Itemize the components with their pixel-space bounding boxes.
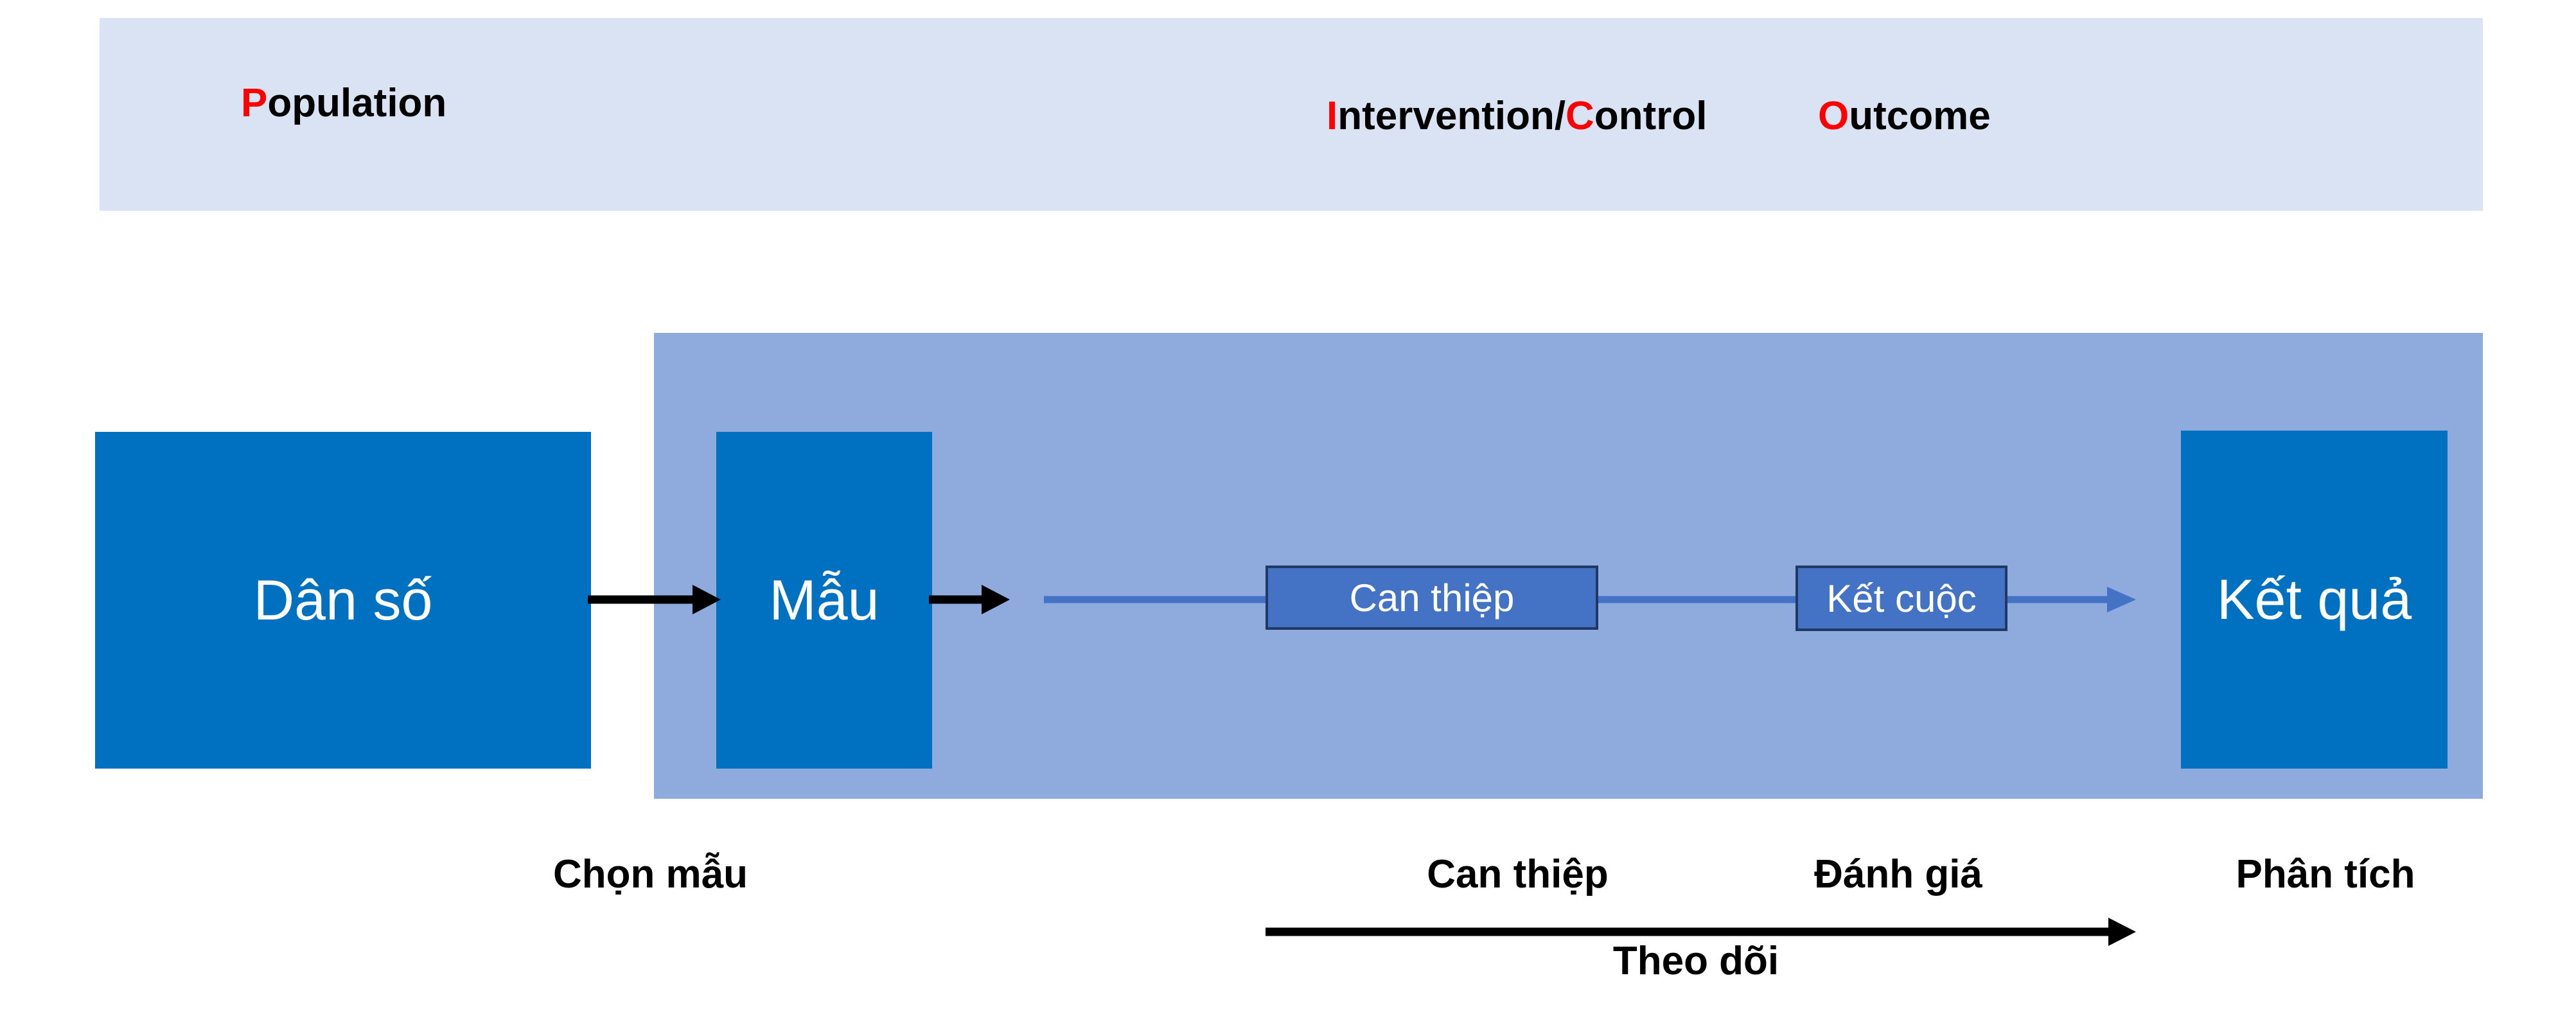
population-box: Dân số (95, 432, 591, 769)
intervention-middle: ntervention/ (1337, 94, 1566, 138)
stage-analysis: Phân tích (2236, 852, 2415, 896)
outcome-initial: O (1818, 94, 1849, 138)
stage-intervention: Can thiệp (1427, 852, 1609, 896)
intervention-initial: I (1327, 94, 1338, 138)
outcome-measure-box-label: Kết cuộc (1826, 576, 1977, 620)
population-box-label: Dân số (253, 568, 433, 632)
control-rest: ontrol (1594, 94, 1707, 138)
result-box: Kết quả (2181, 431, 2448, 769)
outcome-measure-box: Kết cuộc (1795, 566, 2007, 631)
population-rest: opulation (267, 81, 447, 125)
stage-follow-up: Theo dõi (1612, 939, 1779, 983)
follow-up-arrowhead (2108, 918, 2136, 946)
arrowhead-sample-to-timeline (982, 585, 1010, 614)
control-initial: C (1566, 94, 1594, 138)
pico-banner (100, 18, 2483, 211)
sample-box-label: Mẫu (769, 568, 879, 632)
intervention-control-label: Intervention/Control (1327, 93, 1707, 139)
sample-box: Mẫu (716, 432, 932, 769)
intervention-box: Can thiệp (1266, 566, 1598, 630)
intervention-box-label: Can thiệp (1349, 576, 1515, 619)
result-box-label: Kết quả (2216, 567, 2412, 631)
outcome-rest: utcome (1849, 94, 1991, 138)
population-initial: P (241, 81, 268, 125)
arrowhead-population-to-sample (693, 585, 721, 614)
stage-sampling: Chọn mẫu (552, 852, 748, 896)
stage-evaluation: Đánh giá (1814, 852, 1982, 896)
study-timeline-arrowhead (2107, 587, 2136, 612)
population-label: Population (241, 80, 446, 126)
outcome-label: Outcome (1818, 93, 1991, 139)
